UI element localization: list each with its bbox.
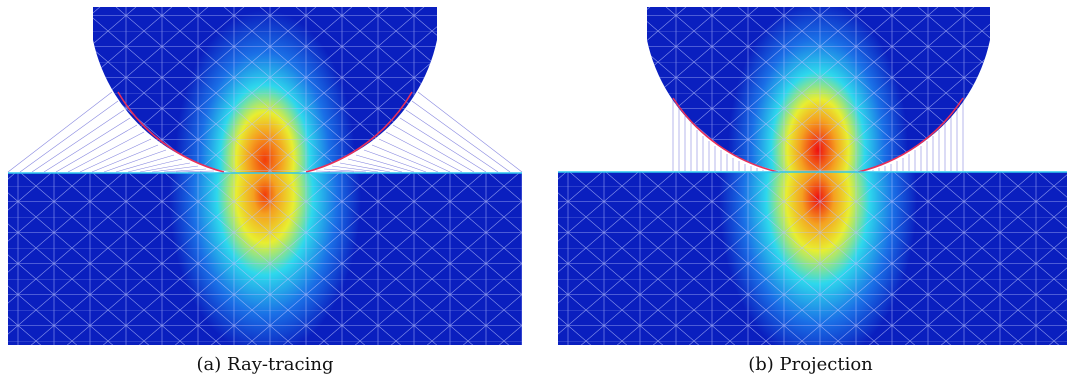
caption-ray-tracing: (a) Ray-tracing [196, 354, 334, 375]
rays [7, 91, 523, 175]
contact-boundary [117, 91, 413, 173]
ray-tracing-figure [7, 7, 523, 345]
projection-lines [672, 98, 964, 171]
contact-boundary [672, 97, 964, 173]
caption-projection: (b) Projection [748, 354, 873, 375]
upper-body [647, 7, 990, 176]
lower-body [8, 172, 522, 345]
lower-body [558, 171, 1067, 345]
panel-ray-tracing [0, 0, 530, 350]
projection-figure [558, 7, 1067, 345]
panel-projection [550, 0, 1071, 350]
upper-body [93, 7, 437, 176]
